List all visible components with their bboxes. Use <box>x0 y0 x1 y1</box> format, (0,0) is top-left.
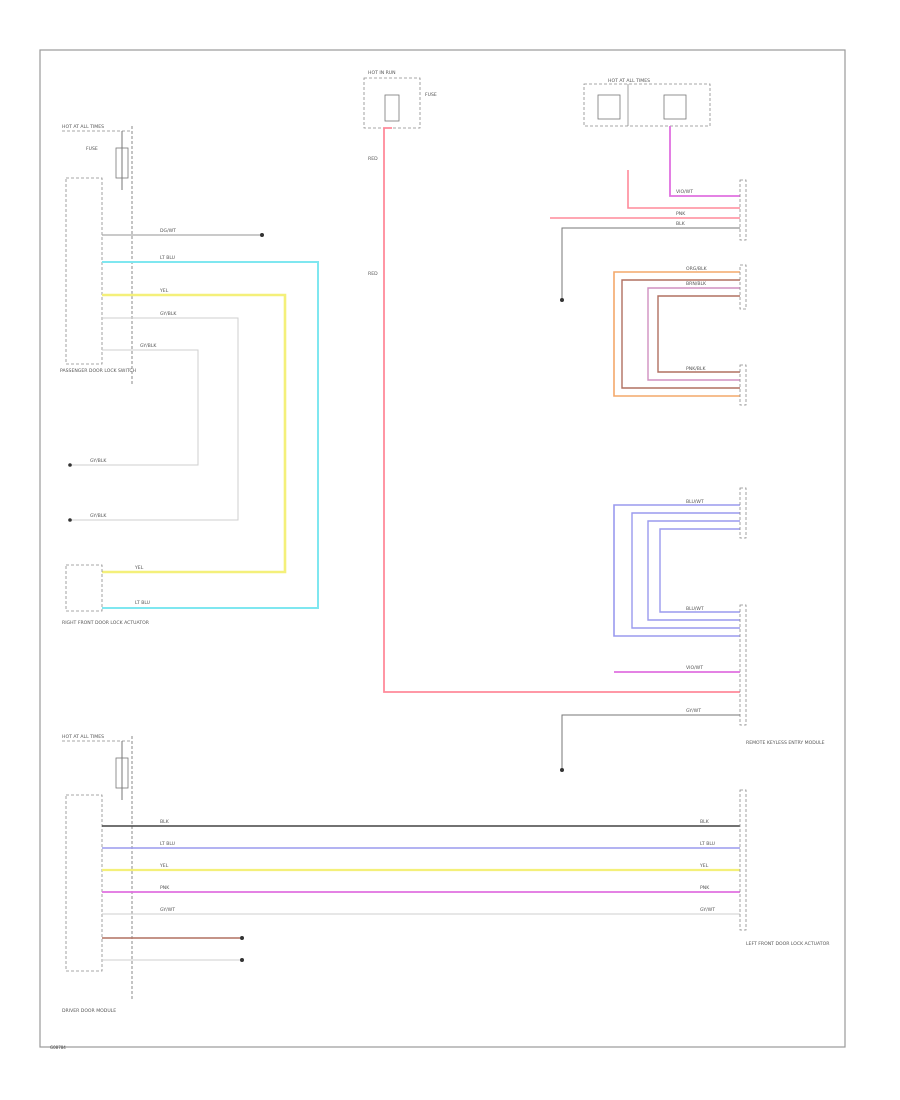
wire-label-dgwt-1: DG/WT <box>160 228 176 234</box>
wire-label-yel-2: YEL <box>134 565 144 571</box>
wire-label-gywt-1: GY/WT <box>686 708 701 714</box>
driver-door-module-group: HOT AT ALL TIMES DRIVER DOOR MODULE <box>62 734 133 1014</box>
wire-label-red-2: RED <box>368 271 378 277</box>
hot-in-run-fuse-label: FUSE <box>425 92 437 98</box>
wire-label-ltblu-1: LT BLU <box>160 255 175 261</box>
wire-label-yel-3: YEL <box>159 863 169 869</box>
wire-label-ltblu-2: LT BLU <box>135 600 150 606</box>
wire-label-bluwt-1: BLU/WT <box>686 499 704 505</box>
wire-label-gyblk-1: GY/BLK <box>160 311 177 317</box>
wire-label-gywt-3: GY/WT <box>700 907 715 913</box>
wire-label-ltblu-4: LT BLU <box>700 841 715 847</box>
lock-actuator-rf-box <box>65 564 103 612</box>
wire-label-gyblk-4: GY/BLK <box>90 513 107 519</box>
wire-label-pnk-3: PNK <box>700 885 710 891</box>
fuse-symbol-tl <box>115 147 129 179</box>
remote-keyless-module-label: REMOTE KEYLESS ENTRY MODULE <box>746 740 825 746</box>
passenger-door-switch-group: HOT AT ALL TIMES FUSE PASSENGER DOOR LOC… <box>60 124 136 385</box>
diagram-footer-code: G08784 <box>50 1045 66 1050</box>
diagram-frame <box>39 49 846 1048</box>
wire-label-viowt-2: VIO/WT <box>686 665 703 671</box>
driver-door-module-box <box>65 794 103 972</box>
passenger-switch-wires: DG/WT LT BLU LT BLU YEL YEL GY/BLK GY/BL… <box>62 228 319 626</box>
wire-label-ltblu-3: LT BLU <box>160 841 175 847</box>
hot-at-all-times-right-group: HOT AT ALL TIMES <box>583 78 740 209</box>
wire-label-bluwt-2: BLU/WT <box>686 606 704 612</box>
hot-at-all-times-label-tl: HOT AT ALL TIMES <box>62 124 104 130</box>
wire-label-blk-3: BLK <box>700 819 710 825</box>
wire-label-yel-4: YEL <box>699 863 709 869</box>
driver-door-module-label: DRIVER DOOR MODULE <box>62 1008 116 1014</box>
wire-label-blk-1: BLK <box>676 221 686 227</box>
wire-label-pnk-2: PNK <box>160 885 170 891</box>
wire-label-brnblk-1: BRN/BLK <box>686 281 707 287</box>
hot-in-run-group: HOT IN RUN FUSE RED RED <box>363 70 740 693</box>
passenger-door-switch-box <box>65 177 103 365</box>
wire-label-blk-2: BLK <box>160 819 170 825</box>
right-middle-wires: BLU/WT BLU/WT REMOTE KEYLESS ENTRY MODUL… <box>560 487 825 772</box>
wire-label-pnk-1: PNK <box>676 211 686 217</box>
fuse-label-tl: FUSE <box>86 146 98 152</box>
bottom-bus-wires: BLK LT BLU YEL PNK GY/WT BLK LT BLU YEL … <box>102 789 830 962</box>
wire-label-gyblk-2: GY/BLK <box>140 343 157 349</box>
wire-label-gywt-2: GY/WT <box>160 907 175 913</box>
right-upper-wires: PNK BLK VIO/WT ORG/BLK BRN/BLK PNK/BLK <box>550 179 747 406</box>
passenger-door-switch-label: PASSENGER DOOR LOCK SWITCH <box>60 368 136 374</box>
lock-actuator-lf-label: LEFT FRONT DOOR LOCK ACTUATOR <box>746 941 830 947</box>
wire-label-red-1: RED <box>368 156 378 162</box>
hot-in-run-fuse-box <box>363 77 421 129</box>
lock-actuator-lf-box <box>739 789 747 931</box>
hot-in-run-label: HOT IN RUN <box>368 70 396 76</box>
wire-label-gyblk-3: GY/BLK <box>90 458 107 464</box>
wire-label-viowt-1: VIO/WT <box>676 189 693 195</box>
wire-label-pnkblk-1: PNK/BLK <box>686 366 706 372</box>
hot-at-all-times-label-tr: HOT AT ALL TIMES <box>608 78 650 84</box>
wire-label-yel-1: YEL <box>159 288 169 294</box>
lock-actuator-rf-label: RIGHT FRONT DOOR LOCK ACTUATOR <box>62 620 150 626</box>
hot-at-all-times-label-bl: HOT AT ALL TIMES <box>62 734 104 740</box>
wire-label-orgblk-1: ORG/BLK <box>686 266 708 272</box>
